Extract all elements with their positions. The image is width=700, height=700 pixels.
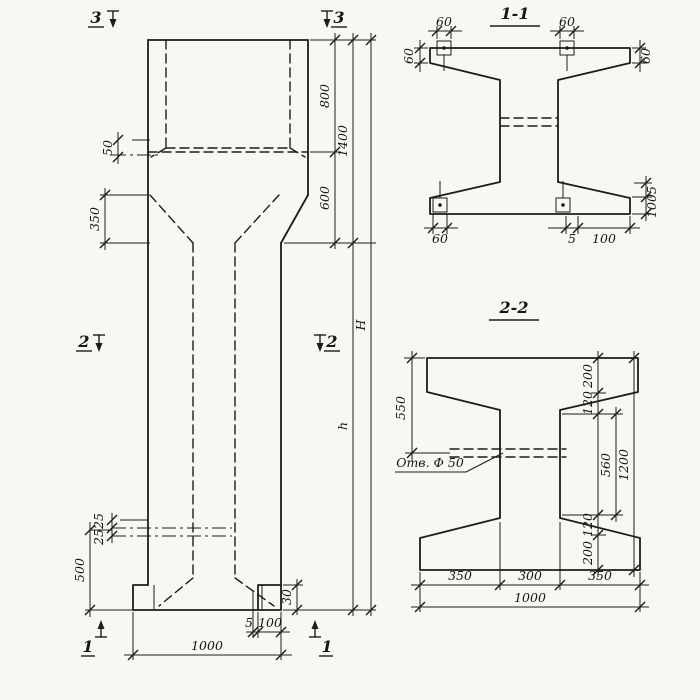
elevation-bottom-dimensions: 5 100 1000 30 (124, 579, 303, 661)
dim-s1-bottom-left-60: 60 (432, 231, 448, 246)
dim-s2-right-120-top: 120 (580, 391, 595, 415)
dim-s1-top-left-60: 60 (436, 14, 452, 29)
hole-callout: Отв. Ф 50 (395, 452, 504, 473)
dim-s1-left-60: 60 (401, 48, 416, 64)
elevation-view: 50 350 500 25 25 800 600 (72, 8, 377, 661)
section-1-1-view: 1-1 60 60 60 60 (401, 4, 659, 246)
hole-label: Отв. Ф 50 (396, 455, 464, 470)
section-arrow-2-right (313, 334, 327, 353)
dim-s2-right-200-bottom: 200 (580, 541, 595, 566)
section-markers: 3 3 2 2 1 1 (76, 8, 347, 657)
section-arrow-1-right (308, 619, 322, 638)
dim-s1-bottom-100: 100 (592, 231, 616, 246)
dim-1400-label: 1400 (335, 125, 350, 157)
dim-s2-bottom-1000: 1000 (514, 590, 546, 605)
dim-s2-bottom-350-left: 350 (448, 568, 472, 583)
section-2-2-view: 2-2 Отв. Ф 50 550 200 120 120 200 (393, 298, 649, 613)
dim-800-label: 800 (317, 84, 332, 108)
section-2-2-outline (419, 357, 641, 571)
dim-25-lower-label: 25 (91, 529, 106, 546)
dim-50-label: 50 (100, 140, 115, 156)
dim-s1-bottom-5: 5 (568, 231, 576, 246)
dim-s2-bottom-300: 300 (518, 568, 542, 583)
section-1-1-outline (429, 47, 631, 215)
section-marker-1-left: 1 (82, 637, 93, 656)
section-arrow-2-left (92, 334, 106, 353)
dim-s1-right-60: 60 (638, 48, 653, 64)
dim-s2-bottom-350-right: 350 (588, 568, 612, 583)
section-marker-3-right: 3 (333, 8, 344, 27)
section-1-1-title: 1-1 (501, 4, 530, 23)
dim-h-total-label: H (353, 318, 368, 331)
dim-s2-right-1200: 1200 (616, 449, 631, 481)
dim-30-label: 30 (279, 589, 294, 605)
section-arrow-1-left (94, 619, 108, 638)
dim-s1-side-100: 100 (644, 194, 659, 218)
dim-100-label: 100 (258, 615, 282, 630)
dim-600-label: 600 (317, 186, 332, 210)
section-arrow-3-right (320, 10, 334, 29)
dim-s2-right-120-bottom: 120 (580, 513, 595, 537)
embedded-plates (432, 40, 575, 213)
dim-s2-right-560: 560 (598, 453, 613, 477)
dim-h-lower-label: h (335, 422, 350, 430)
section-arrow-3-left (106, 10, 120, 29)
section-marker-2-right: 2 (325, 332, 337, 351)
section-1-1-dimensions: 60 60 60 60 60 5 100 5 (401, 14, 659, 246)
dim-s1-top-right-60: 60 (559, 14, 575, 29)
dim-s2-left-550: 550 (393, 396, 408, 420)
column-hidden-lines (147, 39, 309, 607)
column-axis-lines (112, 154, 232, 537)
section-2-2-title: 2-2 (499, 298, 529, 317)
dim-5-label: 5 (245, 615, 253, 630)
column-outline (132, 39, 309, 611)
elevation-right-dimensions: 800 600 1400 h H (284, 33, 377, 616)
dim-1000-label: 1000 (191, 638, 223, 653)
section-2-2-dimensions: 550 200 120 120 200 560 1200 350 300 (393, 351, 649, 613)
elevation-left-dimensions: 50 350 500 25 25 (72, 132, 150, 617)
section-marker-1-right: 1 (321, 637, 332, 656)
dim-s2-right-200-top: 200 (580, 364, 595, 389)
dim-500-label: 500 (72, 558, 87, 582)
section-marker-3-left: 3 (90, 8, 101, 27)
dim-350-label: 350 (87, 207, 102, 231)
section-marker-2-left: 2 (77, 332, 89, 351)
dim-s1-side-5: 5 (644, 186, 659, 194)
dim-25-upper-label: 25 (91, 513, 106, 530)
